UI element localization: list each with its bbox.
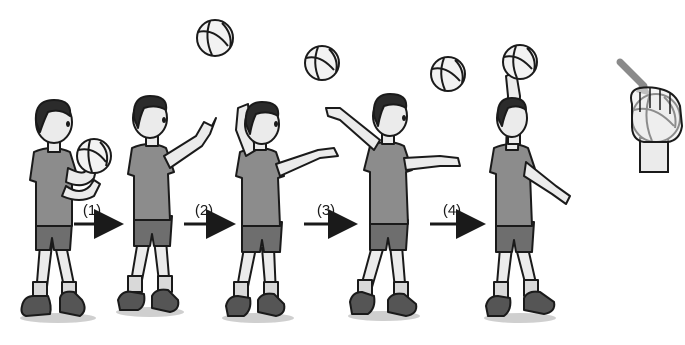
- step-4-connector: (4): [430, 202, 480, 224]
- figure-4-swing: [326, 94, 460, 321]
- figure-1-ball: [77, 139, 111, 173]
- figure-5-ball-contact: [484, 72, 570, 323]
- hand-contact-icon: [631, 87, 682, 172]
- diagonal-arrow-icon: [620, 62, 644, 86]
- volleyball-icon: [503, 45, 537, 79]
- step-2-connector: (2): [184, 202, 230, 224]
- hand-contact-detail: [620, 62, 682, 172]
- step-4-label: (4): [443, 202, 461, 219]
- step-3-label: (3): [317, 202, 335, 219]
- step-2-label: (2): [195, 202, 213, 219]
- volleyball-icon: [305, 46, 339, 80]
- volleyball-icon: [431, 57, 465, 91]
- step-3-connector: (3): [304, 202, 352, 224]
- volleyball-icon: [197, 20, 233, 56]
- step-1-label: (1): [83, 202, 101, 219]
- step-1-connector: (1): [74, 202, 118, 224]
